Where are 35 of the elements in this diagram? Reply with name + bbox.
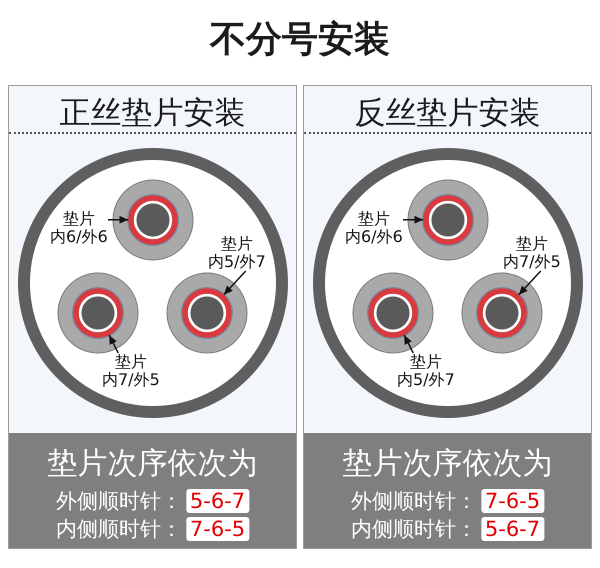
band-heading: 垫片次序依次为: [48, 446, 258, 482]
callout-label: 垫片 内6/外6: [50, 210, 108, 246]
sequence-label: 内侧顺时针：: [350, 517, 477, 541]
sequence-label: 外侧顺时针：: [56, 489, 182, 513]
leader-arrow: [108, 216, 128, 224]
leader-arrow: [404, 334, 414, 354]
band-heading: 垫片次序依次为: [342, 446, 552, 482]
callout-label: 垫片 内5/外7: [397, 353, 455, 389]
title: 不分号安装: [210, 18, 390, 62]
callout-label: 垫片 内6/外6: [345, 210, 403, 246]
leader-arrow: [518, 270, 542, 296]
sequence-value: 5-6-7: [480, 517, 544, 542]
gasket-ring: [73, 288, 123, 338]
panel: [303, 85, 592, 549]
summary-band: [9, 433, 296, 548]
gasket-ring: [368, 288, 418, 338]
leader-arrow: [223, 270, 246, 296]
leader-arrow: [108, 334, 119, 354]
sequence-value: 5-6-7: [186, 489, 250, 514]
sequence-value: 7-6-5: [186, 517, 250, 542]
callout-label: 垫片 内7/外5: [102, 353, 160, 389]
panel-heading: 正丝垫片安装: [60, 95, 246, 132]
leader-arrow: [403, 216, 424, 224]
gasket-ring: [477, 288, 527, 338]
sequence-label: 外侧顺时针：: [350, 489, 477, 513]
summary-band: [304, 433, 591, 548]
panel: [8, 85, 297, 549]
gasket-ring: [423, 195, 473, 245]
sequence-value: 7-6-5: [480, 489, 544, 514]
sequence-label: 内侧顺时针：: [56, 517, 182, 541]
panel-heading: 反丝垫片安装: [354, 95, 540, 132]
callout-label: 垫片 内7/外5: [503, 235, 561, 271]
gasket-ring: [128, 195, 178, 245]
gasket-ring: [182, 288, 232, 338]
callout-label: 垫片 内5/外7: [208, 235, 266, 271]
